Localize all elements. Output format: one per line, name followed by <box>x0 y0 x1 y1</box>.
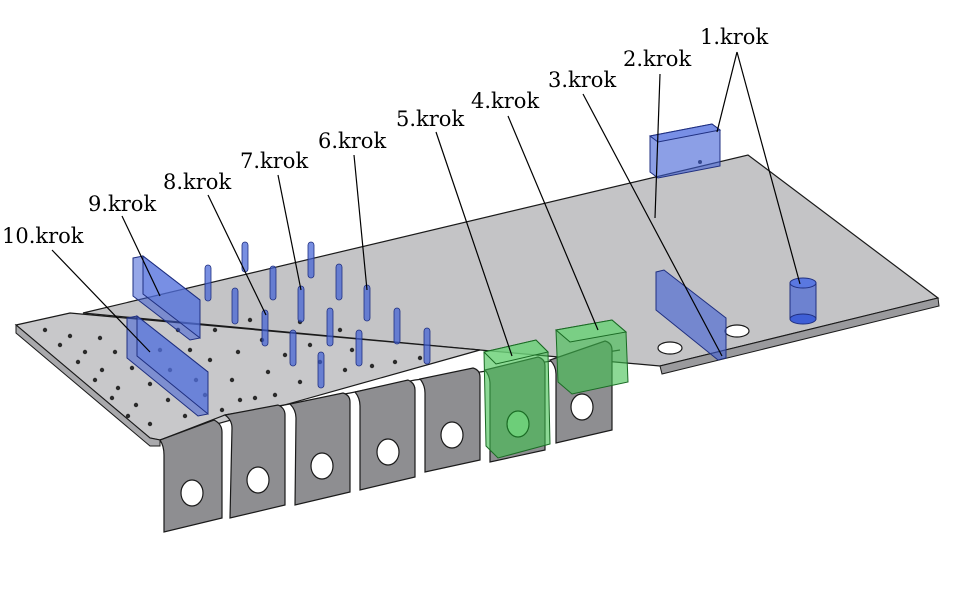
step-label: 5.krok <box>396 107 464 131</box>
terminal-tab <box>159 419 223 533</box>
blue-cylinder-step1 <box>789 277 817 325</box>
terminal-tab <box>353 379 416 491</box>
leader-lines <box>51 51 801 357</box>
blue-pins <box>204 241 431 389</box>
terminal-tab <box>418 367 481 473</box>
blue-block-step2 <box>648 123 722 179</box>
blue-rail-lower <box>126 314 209 417</box>
terminal-tab <box>288 392 351 506</box>
step-label: 7.krok <box>240 149 308 173</box>
step-label: 3.krok <box>548 68 616 92</box>
plate-edge <box>659 297 940 375</box>
green-clip-step5 <box>483 339 551 459</box>
step-label: 9.krok <box>88 192 156 216</box>
step-label: 2.krok <box>623 47 691 71</box>
step-label: 10.krok <box>2 224 84 248</box>
blue-rail-upper <box>132 254 201 341</box>
green-block-step4 <box>554 319 629 395</box>
step-labels: 1.krok 2.krok 3.krok 4.krok 5.krok 6.kro… <box>2 25 768 248</box>
terminal-tab <box>223 404 286 519</box>
step-label: 1.krok <box>700 25 768 49</box>
step-label: 4.krok <box>471 89 539 113</box>
step-label: 8.krok <box>163 170 231 194</box>
blue-rail-step3 <box>655 269 727 361</box>
step-label: 6.krok <box>318 129 386 153</box>
bend-strip <box>15 323 161 447</box>
